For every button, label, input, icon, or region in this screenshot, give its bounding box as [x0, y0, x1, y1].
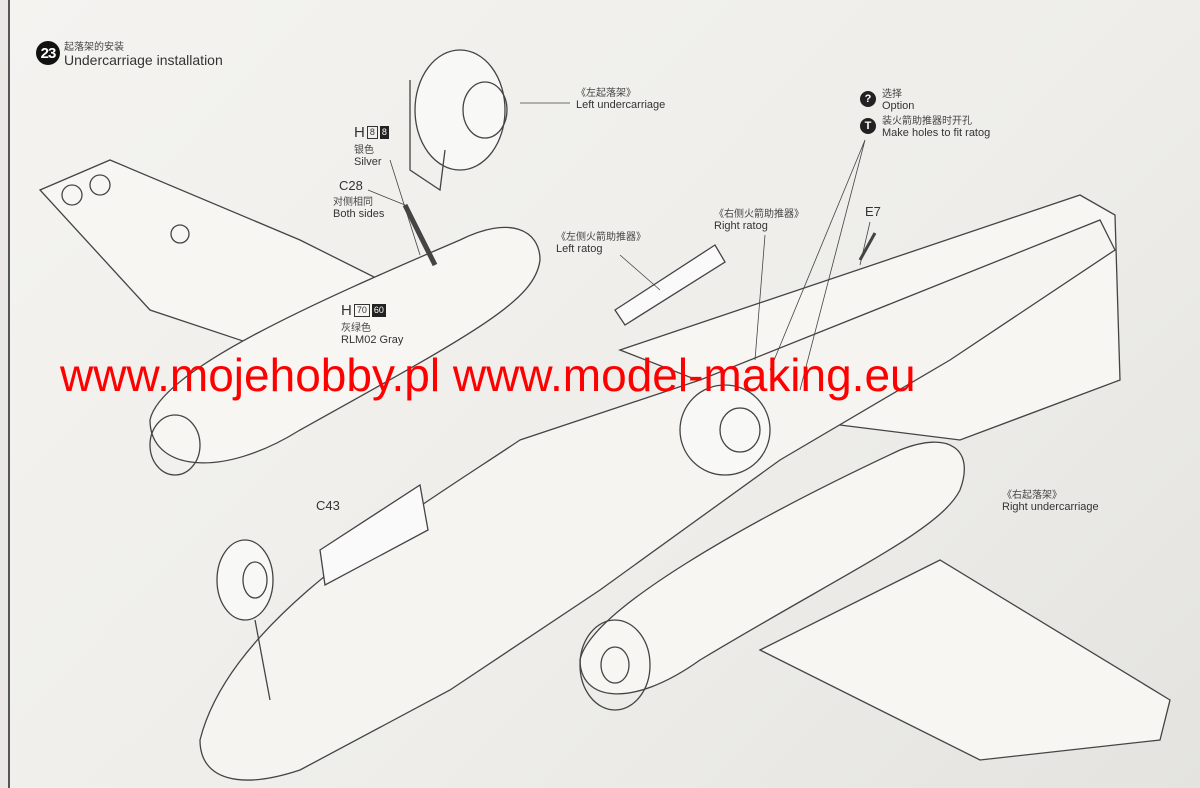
step-header: 23 起落架的安装 Undercarriage installation: [36, 38, 223, 68]
left-engine: [149, 226, 541, 464]
drill-hole-icon: T: [860, 117, 876, 134]
label-right-ratog: 《右侧火箭助推器》 Right ratog: [714, 205, 804, 232]
label-en: Right undercarriage: [1002, 501, 1099, 513]
step-title-zh: 起落架的安装: [64, 42, 124, 53]
paint-code: 8: [366, 126, 378, 139]
paint-prefix: H: [354, 124, 365, 141]
paint-name-zh: 灰绿色: [341, 323, 371, 334]
label-zh: 《左起落架》: [576, 88, 636, 99]
question-circle-icon: ?: [860, 90, 876, 107]
paint-prefix: H: [341, 302, 352, 319]
label-en: Left undercarriage: [576, 99, 666, 111]
right-lower-wing: [758, 559, 1171, 761]
paint-code-alt: 60: [371, 304, 386, 317]
part-label-c28: C28 对侧相同 Both sides: [333, 178, 384, 220]
c43-door: [319, 483, 429, 587]
legend-en: Option: [882, 100, 915, 112]
paint-name-en: Silver: [354, 156, 382, 168]
label-right-undercarriage: 《右起落架》 Right undercarriage: [1002, 486, 1099, 513]
label-zh: 《右起落架》: [1002, 490, 1062, 501]
legend-zh: 装火箭助推器时开孔: [882, 116, 972, 127]
label-en: Right ratog: [714, 220, 768, 232]
legend-en: Make holes to fit ratog: [882, 127, 991, 139]
right-engine: [579, 441, 965, 695]
part-id: C28: [339, 178, 363, 193]
fuselage: [199, 219, 1116, 781]
label-left-undercarriage: 《左起落架》 Left undercarriage: [576, 84, 665, 111]
part-label-e7: E7: [865, 204, 881, 219]
paint-name-en: RLM02 Gray: [341, 334, 404, 346]
legend-zh: 选择: [882, 89, 902, 100]
left-wheel: [409, 49, 508, 192]
label-en: Left ratog: [556, 243, 603, 255]
part-note-zh: 对侧相同: [333, 197, 373, 208]
paint-code: 70: [353, 304, 370, 317]
step-number-badge: 23: [36, 41, 60, 65]
step-title-en: Undercarriage installation: [64, 52, 223, 68]
paint-name-zh: 银色: [354, 145, 374, 156]
left-ratog-part: [614, 244, 726, 326]
label-zh: 《右侧火箭助推器》: [714, 209, 804, 220]
right-wheel: [679, 384, 771, 476]
paint-code-alt: 8: [379, 126, 389, 139]
label-left-ratog: 《左侧火箭助推器》 Left ratog: [556, 228, 646, 255]
label-zh: 《左侧火箭助推器》: [556, 232, 646, 243]
part-label-c43: C43: [316, 498, 340, 513]
watermark: www.mojehobby.pl www.model-making.eu: [60, 349, 916, 401]
part-note-en: Both sides: [333, 208, 385, 220]
nose-wheel: [216, 539, 274, 701]
